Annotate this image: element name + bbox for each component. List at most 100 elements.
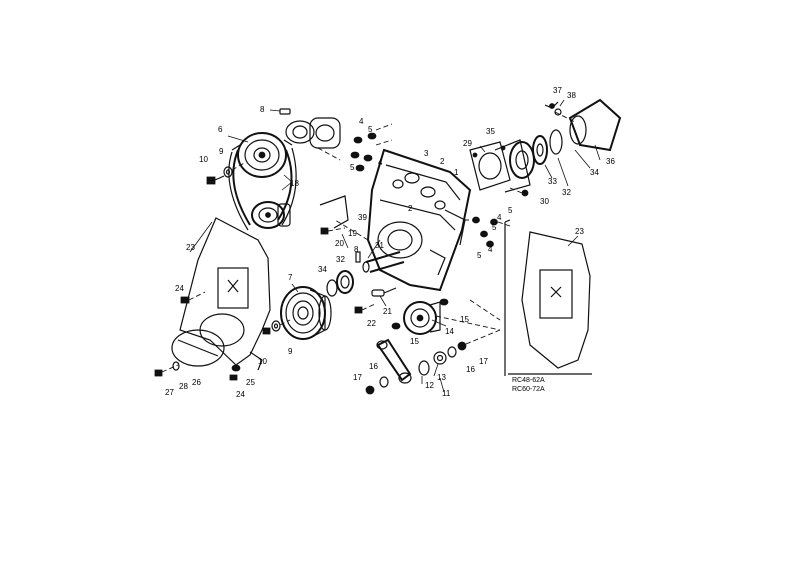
callout-9: 9 bbox=[219, 147, 224, 156]
leader-lines bbox=[189, 99, 601, 393]
callout-20: 20 bbox=[335, 239, 344, 248]
nut-25 bbox=[231, 364, 241, 372]
shaft-31 bbox=[362, 251, 405, 273]
bracket-39 bbox=[319, 195, 349, 229]
nut-15-lower bbox=[391, 322, 401, 330]
bolt-10-top bbox=[206, 175, 225, 185]
callout-17: 17 bbox=[479, 357, 488, 366]
studs-cluster-top bbox=[350, 123, 393, 172]
callout-34: 34 bbox=[590, 168, 599, 177]
wing-nut-37 bbox=[544, 101, 559, 109]
washer-16-left bbox=[379, 376, 389, 388]
drive-belt-18 bbox=[228, 147, 297, 231]
callout-24: 24 bbox=[236, 390, 245, 399]
bolt-20 bbox=[320, 227, 346, 235]
callout-17: 17 bbox=[353, 373, 362, 382]
callout-35: 35 bbox=[486, 127, 495, 136]
snap-ring-34-right bbox=[549, 129, 563, 155]
washer-9-lower bbox=[271, 320, 281, 332]
callout-19: 19 bbox=[348, 229, 357, 238]
callout-37: 37 bbox=[553, 86, 562, 95]
callout-4: 4 bbox=[378, 158, 383, 167]
callout-18: 18 bbox=[290, 179, 299, 188]
callout-14: 14 bbox=[445, 327, 454, 336]
callout-2: 2 bbox=[408, 204, 413, 213]
bushing-13 bbox=[433, 351, 447, 365]
callout-10: 10 bbox=[258, 357, 267, 366]
model-line-2: RC60-72A bbox=[512, 386, 545, 393]
bolt-27 bbox=[154, 364, 179, 377]
callout-26: 26 bbox=[192, 378, 201, 387]
bolt-24-upper bbox=[180, 291, 206, 304]
callout-29: 29 bbox=[463, 139, 472, 148]
callout-9: 9 bbox=[288, 347, 293, 356]
bearing-32-left bbox=[336, 270, 354, 294]
callout-6: 6 bbox=[218, 125, 223, 134]
callout-15: 15 bbox=[410, 337, 419, 346]
callout-7: 7 bbox=[288, 273, 293, 282]
callout-27: 27 bbox=[165, 388, 174, 397]
callout-4: 4 bbox=[488, 245, 493, 254]
washer-28-small bbox=[172, 361, 180, 371]
clutch-pulley-7 bbox=[280, 286, 332, 340]
model-line-1: RC48-62A bbox=[512, 377, 545, 384]
callout-5: 5 bbox=[492, 223, 497, 232]
belt-guard-23-right bbox=[504, 219, 591, 376]
callout-4: 4 bbox=[497, 213, 502, 222]
bolt-22 bbox=[354, 303, 376, 314]
callout-38: 38 bbox=[567, 91, 576, 100]
spout-tube-36 bbox=[568, 98, 622, 152]
washer-9-top bbox=[223, 166, 233, 178]
idler-bolt-21 bbox=[371, 287, 397, 297]
callout-21: 21 bbox=[383, 307, 392, 316]
callout-2: 2 bbox=[440, 157, 445, 166]
idler-pulley-14 bbox=[403, 301, 441, 335]
callout-4: 4 bbox=[359, 117, 364, 126]
bolt-24-lower bbox=[229, 374, 238, 381]
callout-23: 23 bbox=[575, 227, 584, 236]
callout-39: 39 bbox=[358, 213, 367, 222]
callout-36: 36 bbox=[606, 157, 615, 166]
shield-disc-28 bbox=[199, 313, 245, 347]
callout-8: 8 bbox=[260, 105, 265, 114]
spacer-12 bbox=[418, 360, 430, 376]
fasteners-right bbox=[464, 216, 511, 248]
callout-15: 15 bbox=[460, 315, 469, 324]
callout-33: 33 bbox=[548, 177, 557, 186]
key-8-top bbox=[269, 108, 291, 115]
callout-25: 25 bbox=[246, 378, 255, 387]
callout-8: 8 bbox=[354, 245, 359, 254]
drive-pulley-6 bbox=[231, 132, 293, 178]
belt-guard-23-left bbox=[179, 217, 271, 371]
callout-3: 3 bbox=[424, 149, 429, 158]
key-8-middle bbox=[355, 251, 361, 263]
callout-16: 16 bbox=[466, 365, 475, 374]
nut-15-upper bbox=[439, 298, 449, 306]
nut-17-right bbox=[457, 341, 467, 351]
callout-1: 1 bbox=[454, 168, 459, 177]
lower-pulley-assembly bbox=[251, 201, 291, 229]
callout-32: 32 bbox=[562, 188, 571, 197]
callout-5: 5 bbox=[350, 163, 355, 172]
snap-ring-34-left bbox=[326, 279, 338, 297]
callout-16: 16 bbox=[369, 362, 378, 371]
callouts: 1 2 2 3 4 4 4 4 5 5 5 5 5 6 7 8 8 9 9 10… bbox=[165, 86, 615, 399]
gearbox-frame bbox=[334, 148, 472, 292]
callout-32: 32 bbox=[336, 255, 345, 264]
callout-5: 5 bbox=[368, 125, 373, 134]
callout-31: 31 bbox=[375, 241, 384, 250]
callout-11: 11 bbox=[442, 389, 451, 398]
shield-disc-26 bbox=[171, 329, 225, 367]
bolt-10-lower bbox=[262, 327, 271, 335]
top-bearing-housing bbox=[285, 117, 341, 161]
callout-5: 5 bbox=[508, 206, 513, 215]
gearbox-flange-35 bbox=[469, 141, 511, 191]
callout-30: 30 bbox=[540, 197, 549, 206]
idler-arm-11 bbox=[376, 338, 412, 384]
model-label-box: RC48-62A RC60-72A bbox=[508, 373, 592, 393]
washer-16-right bbox=[447, 346, 457, 358]
callout-10: 10 bbox=[199, 155, 208, 164]
bolt-30 bbox=[509, 187, 529, 197]
callout-28: 28 bbox=[179, 382, 188, 391]
